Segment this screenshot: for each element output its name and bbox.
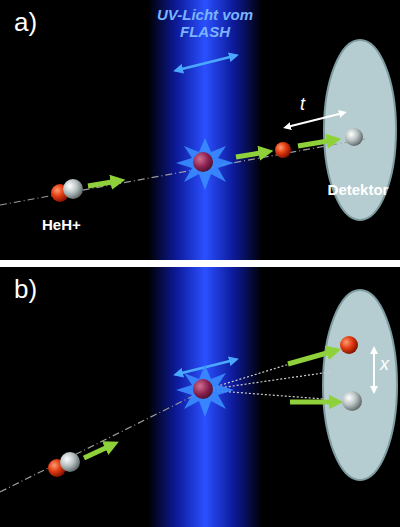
uv-band bbox=[148, 267, 262, 527]
he-fragment bbox=[345, 128, 363, 146]
panel: b) bbox=[0, 267, 400, 527]
beam-axis bbox=[0, 139, 365, 205]
motion-arrow bbox=[88, 181, 118, 186]
dissociating-molecule bbox=[193, 379, 213, 399]
node-text: b) bbox=[14, 275, 54, 305]
he-atom bbox=[63, 179, 83, 199]
beam-axis bbox=[0, 390, 205, 492]
panel-gap bbox=[0, 260, 400, 267]
node-text: Detektor bbox=[316, 181, 400, 198]
polarization-arrow bbox=[178, 56, 234, 70]
motion-arrow bbox=[84, 445, 112, 458]
time-label: t bbox=[300, 94, 305, 115]
time-arrow bbox=[287, 113, 343, 127]
h-fragment bbox=[275, 142, 291, 158]
photon-burst bbox=[176, 365, 234, 417]
dissociating-molecule bbox=[193, 152, 213, 172]
he-fragment bbox=[342, 391, 362, 411]
detector: Detektor bbox=[322, 38, 398, 222]
trajectory bbox=[205, 390, 350, 401]
uv-light-band: UV-Licht vom FLASH bbox=[148, 0, 262, 260]
h-atom bbox=[48, 459, 66, 477]
node-text: a) bbox=[14, 8, 54, 38]
distance-label: x bbox=[380, 354, 389, 375]
motion-arrow bbox=[290, 400, 336, 405]
h-atom bbox=[51, 184, 69, 202]
detector-plate bbox=[323, 290, 397, 480]
molecule-label: HeH+ bbox=[42, 216, 81, 233]
h-fragment bbox=[340, 336, 358, 354]
motion-arrow bbox=[298, 140, 334, 146]
photon-burst bbox=[176, 138, 234, 190]
distance-arrow bbox=[373, 350, 375, 390]
motion-arrow bbox=[288, 351, 334, 364]
motion-arrow bbox=[236, 152, 266, 157]
he-atom bbox=[60, 452, 80, 472]
polarization-arrow bbox=[178, 360, 234, 374]
node-text: UV-Licht vom FLASH bbox=[148, 6, 262, 41]
trajectory bbox=[205, 346, 348, 390]
trajectory bbox=[205, 372, 330, 390]
